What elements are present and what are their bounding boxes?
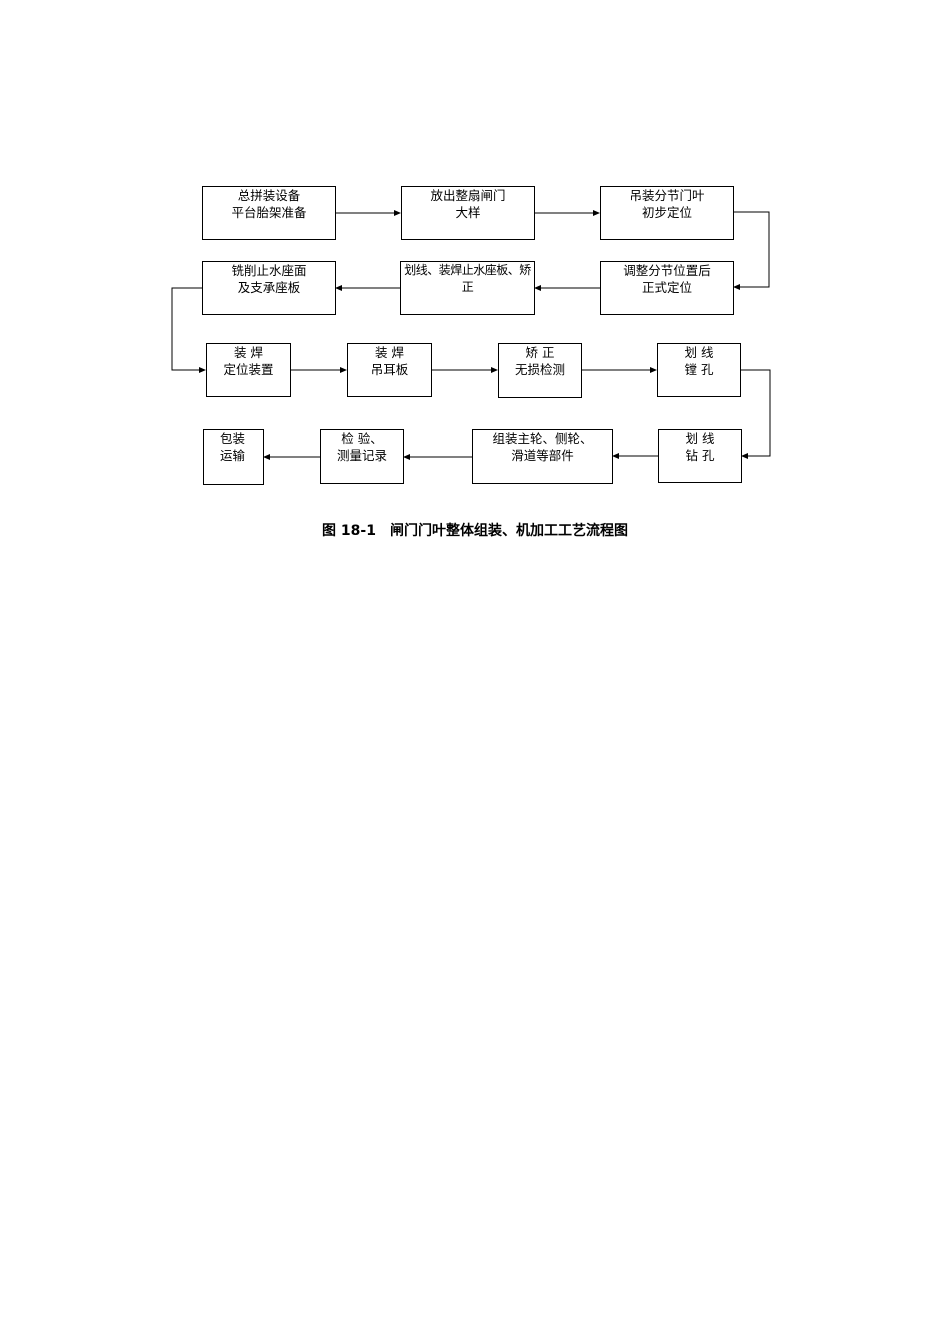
step-line: 铣削止水座面 xyxy=(231,263,307,278)
flow-step: 总拼装设备平台胎架准备 xyxy=(202,186,336,240)
step-line: 组装主轮、侧轮、 xyxy=(492,431,593,446)
flow-step: 包装运输 xyxy=(203,429,264,485)
step-line: 包装 xyxy=(220,431,246,446)
flow-step: 调整分节位置后正式定位 xyxy=(600,261,734,315)
step-line: 运输 xyxy=(220,448,246,463)
step-line: 吊装分节门叶 xyxy=(629,188,705,203)
step-line: 镗 孔 xyxy=(684,362,714,377)
flow-step: 划线、装焊止水座板、矫正 xyxy=(400,261,535,315)
step-line: 定位装置 xyxy=(223,362,274,377)
step-line: 大样 xyxy=(455,205,481,220)
step-line: 正 xyxy=(461,280,474,294)
step-line: 划 线 xyxy=(685,431,715,446)
flow-step: 检 验、测量记录 xyxy=(320,429,404,484)
arrow xyxy=(733,211,770,290)
step-line: 初步定位 xyxy=(641,205,692,220)
step-line: 划 线 xyxy=(684,345,714,360)
step-line: 及支承座板 xyxy=(237,280,301,295)
step-line: 装 焊 xyxy=(234,345,263,360)
flow-step: 划 线钻 孔 xyxy=(658,429,742,483)
step-line: 平台胎架准备 xyxy=(231,205,307,220)
flow-step: 矫 正无损检测 xyxy=(498,343,582,398)
flow-step: 铣削止水座面及支承座板 xyxy=(202,261,336,315)
step-line: 总拼装设备 xyxy=(237,188,301,203)
step-line: 检 验、 xyxy=(341,431,383,446)
step-line: 无损检测 xyxy=(514,362,565,377)
step-line: 划线、装焊止水座板、矫 xyxy=(404,263,531,277)
flow-step: 装 焊定位装置 xyxy=(206,343,291,397)
step-line: 滑道等部件 xyxy=(511,448,574,463)
step-line: 放出整扇闸门 xyxy=(430,188,506,203)
step-line: 钻 孔 xyxy=(685,448,715,463)
step-line: 吊耳板 xyxy=(370,362,409,377)
flow-step: 装 焊吊耳板 xyxy=(347,343,432,397)
flow-step: 组装主轮、侧轮、滑道等部件 xyxy=(472,429,613,484)
flow-step: 吊装分节门叶初步定位 xyxy=(600,186,734,240)
step-line: 正式定位 xyxy=(641,280,692,295)
flow-step: 划 线镗 孔 xyxy=(657,343,741,397)
figure-caption: 图 18-1 闸门门叶整体组装、机加工工艺流程图 xyxy=(322,523,628,539)
flow-step: 放出整扇闸门大样 xyxy=(401,186,535,240)
step-line: 调整分节位置后 xyxy=(623,263,711,278)
step-line: 装 焊 xyxy=(375,345,404,360)
step-line: 测量记录 xyxy=(336,448,387,463)
step-line: 矫 正 xyxy=(525,345,555,360)
arrow xyxy=(171,287,206,373)
arrow xyxy=(740,369,771,459)
